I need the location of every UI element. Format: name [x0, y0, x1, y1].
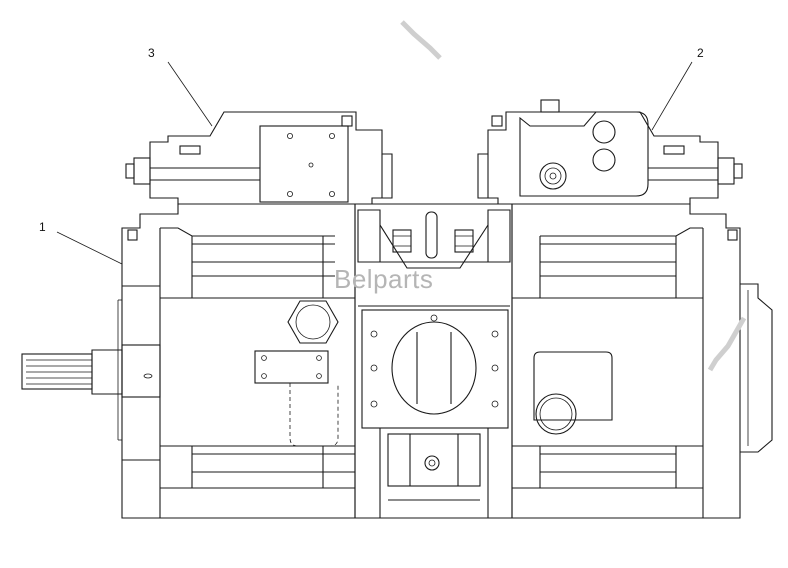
leader-line-2 [651, 61, 693, 131]
leader-line-3 [167, 61, 213, 127]
left-regulator [125, 111, 393, 205]
watermark-text: Belparts [334, 264, 434, 294]
scan-smudge-right [707, 316, 747, 372]
leader-line-1 [56, 231, 123, 265]
left-body-features [254, 300, 339, 447]
right-regulator [477, 99, 743, 205]
callout-1: 1 [39, 220, 46, 234]
callout-2: 2 [697, 46, 704, 60]
center-block [354, 203, 513, 519]
right-pump-body [511, 203, 773, 519]
scan-smudge-top [400, 20, 442, 60]
callout-3: 3 [148, 46, 155, 60]
input-shaft [21, 344, 161, 398]
left-pump-body [117, 203, 356, 519]
